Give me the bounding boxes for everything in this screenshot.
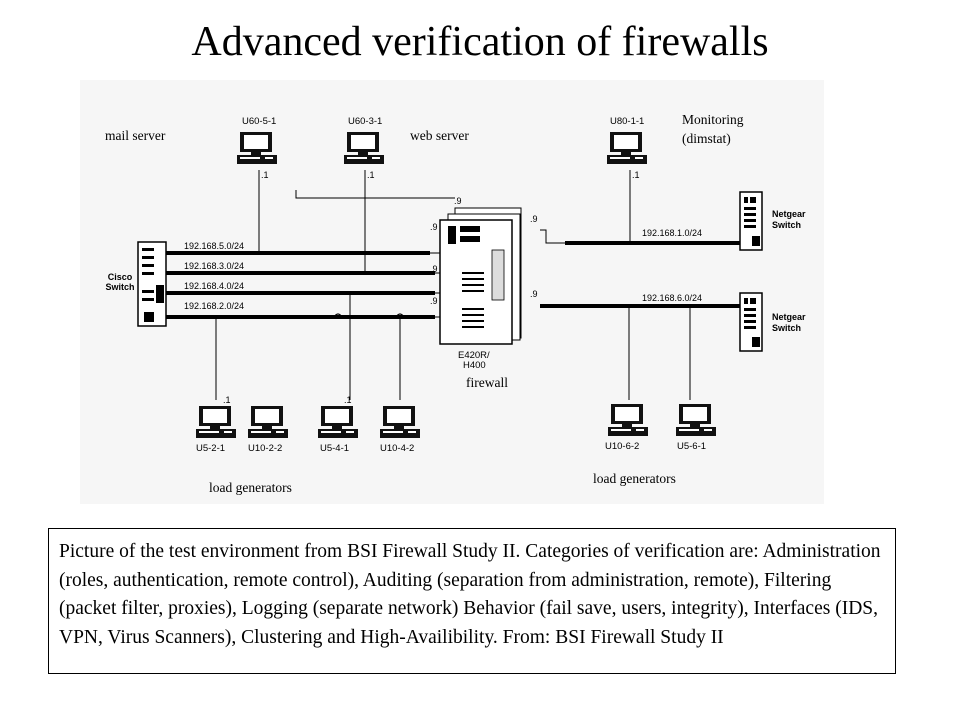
pc-u10-4-2-icon	[380, 406, 420, 438]
host-u5-2-1: U5-2-1	[196, 443, 225, 454]
host-u10-2-2: U10-2-2	[248, 443, 282, 454]
addr-u5-4-1: .1	[344, 395, 352, 405]
pc-u60-3-1-icon	[344, 132, 384, 164]
cisco-switch-label-2: Switch	[105, 282, 134, 292]
load-generators-right-label: load generators	[593, 471, 676, 486]
host-u80-1-1: U80-1-1	[610, 116, 644, 127]
firewall-model-label-2: H400	[463, 360, 486, 371]
subnet-192-168-3: 192.168.3.0/24	[184, 261, 244, 271]
subnet-192-168-6: 192.168.6.0/24	[642, 293, 702, 303]
subnet-192-168-4: 192.168.4.0/24	[184, 281, 244, 291]
firewall-model-label-1: E420R/	[458, 350, 490, 361]
subnet-192-168-1: 192.168.1.0/24	[642, 228, 702, 238]
host-u5-4-1: U5-4-1	[320, 443, 349, 454]
netgear-switch-1-label-2: Switch	[772, 220, 801, 230]
cisco-switch-label-1: Cisco	[108, 272, 133, 282]
load-generators-left-label: load generators	[209, 480, 292, 495]
addr-u5-2-1: .1	[223, 395, 231, 405]
host-u60-5-1: U60-5-1	[242, 116, 276, 127]
addr-fw-top: .9	[454, 196, 462, 206]
addr-fw-net5: .9	[430, 222, 438, 232]
addr-fw-net4: .9	[430, 296, 438, 306]
pc-u60-5-1-icon	[237, 132, 277, 164]
pc-u10-2-2-icon	[248, 406, 288, 438]
network-diagram: Cisco Switch E420R/ H400 firewall Netgea…	[80, 80, 824, 504]
network-buses	[165, 241, 760, 319]
addr-u60-5-1: .1	[261, 170, 269, 180]
netgear-switch-1-label-1: Netgear	[772, 209, 806, 219]
mail-server-label: mail server	[105, 128, 166, 143]
cisco-switch	[137, 241, 167, 327]
netgear-switch-2-label-2: Switch	[772, 323, 801, 333]
pc-u5-6-1-icon	[676, 404, 716, 436]
pc-u5-4-1-icon	[318, 406, 358, 438]
monitoring-label-2: (dimstat)	[682, 131, 731, 146]
web-server-label: web server	[410, 128, 469, 143]
pc-u80-1-1-icon	[607, 132, 647, 164]
monitoring-label-1: Monitoring	[682, 112, 744, 127]
slide-title: Advanced verification of firewalls	[191, 19, 769, 65]
host-u60-3-1: U60-3-1	[348, 116, 382, 127]
addr-u80-1-1: .1	[632, 170, 640, 180]
caption-box: Picture of the test environment from BSI…	[48, 528, 896, 674]
subnet-192-168-2: 192.168.2.0/24	[184, 301, 244, 311]
host-u10-6-2: U10-6-2	[605, 441, 639, 452]
host-u10-4-2: U10-4-2	[380, 443, 414, 454]
addr-fw-net3: .9	[430, 264, 438, 274]
host-u5-6-1: U5-6-1	[677, 441, 706, 452]
addr-fw-net1: .9	[530, 214, 538, 224]
pc-u5-2-1-icon	[196, 406, 236, 438]
pc-u10-6-2-icon	[608, 404, 648, 436]
subnet-192-168-5: 192.168.5.0/24	[184, 241, 244, 251]
firewall-label: firewall	[466, 375, 508, 390]
addr-u60-3-1: .1	[367, 170, 375, 180]
addr-fw-net6: .9	[530, 289, 538, 299]
firewall-server	[439, 207, 522, 345]
netgear-switch-2	[739, 292, 763, 352]
netgear-switch-1	[739, 191, 763, 251]
line-crossings	[333, 313, 405, 318]
netgear-switch-2-label-1: Netgear	[772, 312, 806, 322]
